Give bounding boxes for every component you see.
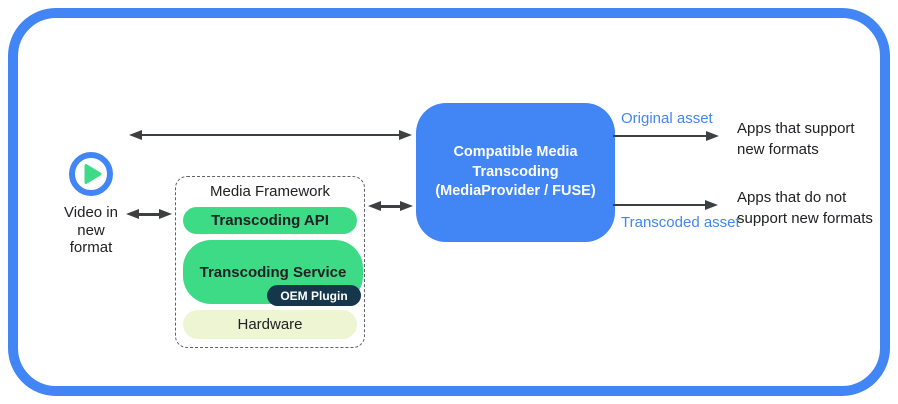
transcoded-asset-arrow [613, 199, 718, 211]
transcoder-box-label: Compatible Media Transcoding (MediaProvi… [435, 144, 596, 200]
arrow-shaft [381, 204, 400, 208]
apps-support-new-formats-label: Apps that support new formats [737, 120, 855, 158]
transcoding-service-label: Transcoding Service [199, 263, 347, 281]
compatible-media-transcoding-box: Compatible Media Transcoding (MediaProvi… [416, 103, 615, 242]
arrow-shaft [613, 135, 706, 137]
framework-transcoder-bidirectional-arrow [368, 200, 413, 212]
arrow-right-head-icon [706, 131, 719, 141]
source-transcoder-bidirectional-arrow [129, 129, 412, 141]
transcoding-api-layer: Transcoding API [183, 207, 357, 234]
oem-plugin-badge: OEM Plugin [267, 285, 361, 306]
arrow-shaft [613, 204, 705, 206]
original-asset-arrow [613, 130, 719, 142]
media-framework-box: Media Framework Transcoding API Transcod… [175, 176, 365, 348]
media-framework-title: Media Framework [209, 183, 331, 200]
arrow-left-head-icon [129, 130, 142, 140]
video-framework-bidirectional-arrow [126, 208, 172, 220]
hardware-layer: Hardware [183, 310, 357, 339]
arrow-right-head-icon [159, 209, 172, 219]
arrow-left-head-icon [126, 209, 139, 219]
arrow-shaft [142, 134, 399, 136]
apps-not-support-new-formats-label: Apps that do not support new formats [737, 189, 873, 227]
transcoding-service-layer: Transcoding Service OEM Plugin [183, 240, 363, 306]
arrow-shaft [139, 212, 159, 216]
play-icon [68, 151, 114, 197]
arrow-right-head-icon [399, 130, 412, 140]
transcoded-asset-label: Transcoded asset [621, 214, 740, 231]
arrow-left-head-icon [368, 201, 381, 211]
arrow-right-head-icon [705, 200, 718, 210]
original-asset-label: Original asset [621, 110, 713, 127]
video-source-label: Video in new format [64, 204, 118, 256]
arrow-right-head-icon [400, 201, 413, 211]
